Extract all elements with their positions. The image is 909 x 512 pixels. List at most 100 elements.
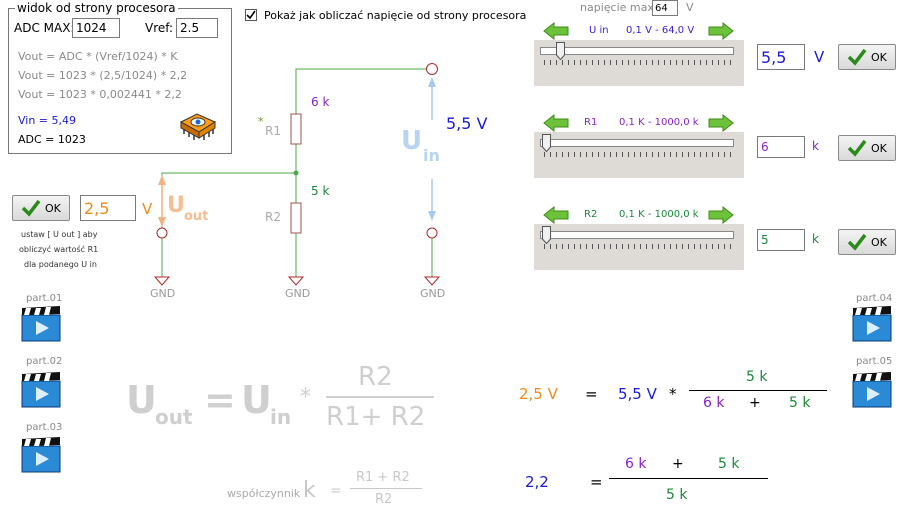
arrow-left-icon[interactable]	[543, 22, 569, 40]
video-clapper-icon[interactable]	[852, 372, 892, 408]
cpu-view-title: widok od strony procesora	[15, 1, 178, 15]
uout-ok-button[interactable]: OK	[12, 195, 70, 221]
calc2-num-r1: 6 k	[625, 456, 647, 472]
formula-uin: U	[241, 378, 272, 422]
calc2-eq: =	[590, 473, 603, 491]
check-icon	[847, 48, 867, 66]
vref-input[interactable]	[176, 18, 218, 38]
r1-ok-button[interactable]: OK	[838, 135, 896, 161]
part-04-label: part.04	[856, 293, 893, 304]
r2-value-input[interactable]	[757, 229, 805, 251]
part-05-label: part.05	[856, 356, 893, 367]
adc-max-input[interactable]	[72, 18, 120, 38]
r1-resistor	[290, 113, 302, 145]
uin-value-input[interactable]	[757, 44, 805, 70]
r1-slider-name: R1	[584, 117, 598, 128]
formula-u: U	[126, 378, 157, 422]
formula-uin-sub: in	[270, 405, 292, 429]
uin-slider-track[interactable]	[540, 47, 734, 55]
r1-slider-ticks	[544, 152, 734, 157]
uout-symbol: U	[167, 193, 185, 218]
arrow-right-icon[interactable]	[708, 22, 734, 40]
gnd-label-1: GND	[150, 287, 176, 300]
part-03-label: part.03	[26, 422, 63, 433]
gnd-symbol	[287, 276, 305, 286]
junction-dot	[293, 170, 299, 176]
r1-slider-track[interactable]	[540, 139, 734, 147]
max-voltage-input[interactable]	[652, 0, 678, 16]
uin-unit: V	[814, 48, 825, 66]
formula-fraction-bar	[326, 396, 434, 398]
adc-readout: ADC = 1023	[18, 133, 86, 146]
gnd-label-2: GND	[285, 287, 311, 300]
r2-slider-name: R2	[584, 209, 598, 220]
circuit-diagram	[153, 63, 441, 286]
r2-slider-thumb[interactable]	[542, 226, 551, 244]
r2-slider-track[interactable]	[540, 231, 734, 239]
uin-symbol: U	[401, 126, 423, 156]
r2-ok-button[interactable]: OK	[838, 229, 896, 255]
uin-slider-range: 0,1 V - 64,0 V	[626, 25, 695, 36]
r2-slider-ticks	[544, 244, 734, 249]
arrow-left-icon[interactable]	[543, 114, 569, 132]
video-clapper-icon[interactable]	[21, 372, 61, 408]
show-cpu-label: Pokaż jak obliczać napięcie od strony pr…	[264, 9, 527, 22]
r2-unit: k	[812, 232, 819, 246]
calc1-den-r1: 6 k	[703, 395, 725, 411]
r1-slider-thumb[interactable]	[542, 134, 551, 152]
arrow-right-icon[interactable]	[708, 114, 734, 132]
k-numerator: R1 + R2	[356, 470, 410, 485]
wire-top	[295, 68, 426, 114]
arrow-right-icon[interactable]	[708, 206, 734, 224]
r2-value-label: 5 k	[311, 184, 330, 198]
formula-eq: =	[204, 378, 236, 422]
calc1-numerator: 5 k	[746, 369, 768, 385]
r2-slider-range: 0,1 K - 1000,0 k	[619, 209, 699, 220]
uin-value-label: 5,5 V	[446, 114, 488, 133]
uout-terminal-bottom	[156, 227, 168, 239]
video-clapper-icon[interactable]	[852, 306, 892, 342]
microchip-icon	[179, 113, 217, 140]
gnd-symbol	[423, 276, 441, 286]
uin-terminal-top	[426, 63, 438, 75]
calc2-k: 2,2	[525, 473, 549, 491]
calc1-mul: *	[669, 385, 677, 403]
r1-value-label: 6 k	[311, 95, 330, 109]
uout-unit: V	[142, 200, 153, 218]
k-coefficient-label: współczynnik	[227, 487, 301, 500]
vin-readout: Vin = 5,49	[18, 114, 77, 127]
calc2-fraction-bar	[609, 478, 768, 479]
check-icon	[847, 233, 867, 251]
calc2-denominator: 5 k	[666, 487, 688, 503]
gnd-symbol	[153, 276, 171, 286]
arrow-left-icon[interactable]	[543, 206, 569, 224]
calc1-den-r2: 5 k	[789, 395, 811, 411]
video-clapper-icon[interactable]	[21, 437, 61, 473]
r1-value-input[interactable]	[757, 136, 805, 158]
show-cpu-checkbox[interactable]	[245, 9, 257, 21]
calc2-num-r2: 5 k	[718, 456, 740, 472]
part-02-label: part.02	[26, 356, 63, 367]
calc1-uout: 2,5 V	[519, 385, 558, 403]
calc2-plus: +	[672, 456, 684, 472]
max-voltage-unit: V	[686, 1, 694, 14]
uin-ok-button[interactable]: OK	[838, 44, 896, 70]
calc1-eq: =	[585, 385, 598, 403]
vref-label: Vref:	[145, 21, 174, 35]
formula-mul: *	[300, 385, 311, 410]
uin-terminal-bottom	[426, 227, 438, 239]
calc1-uin: 5,5 V	[618, 385, 657, 403]
cpu-view-group: widok od strony procesora	[8, 1, 232, 154]
video-clapper-icon[interactable]	[21, 306, 61, 342]
k-denominator: R2	[375, 492, 393, 507]
uin-symbol-sub: in	[423, 146, 440, 165]
uin-slider-thumb[interactable]	[556, 42, 566, 60]
r2-resistor	[290, 202, 302, 234]
formula-denominator: R1+ R2	[326, 402, 426, 432]
r2-label: R2	[265, 210, 281, 224]
uout-value-input[interactable]	[80, 195, 136, 221]
r1-label: R1	[265, 124, 281, 138]
gnd-label-3: GND	[420, 287, 446, 300]
uout-symbol-sub: out	[184, 209, 209, 224]
formula-numerator: R2	[358, 362, 393, 392]
